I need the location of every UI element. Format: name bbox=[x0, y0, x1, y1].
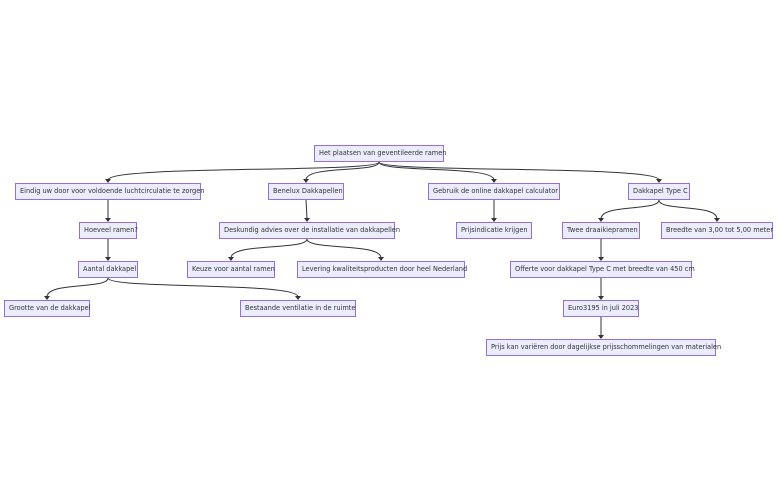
node-online-calculator: Gebruik de online dakkapel calculator bbox=[428, 183, 560, 200]
arrowhead-n_keuze bbox=[228, 257, 234, 261]
node-prijsindicatie: Prijsindicatie krijgen bbox=[456, 222, 532, 239]
arrowhead-n_prijsindicatie bbox=[491, 218, 497, 222]
node-levering-kwaliteitsproducten: Levering kwaliteitsproducten door heel N… bbox=[297, 261, 467, 278]
arrowhead-n_prijs bbox=[598, 335, 604, 339]
edge-root-n_lucht bbox=[107, 161, 380, 181]
edge-n_aantal-n_ventilatie bbox=[107, 277, 299, 298]
node-breedte-range: Breedte van 3,00 tot 5,00 meter bbox=[661, 222, 773, 239]
arrowhead-n_ventilatie bbox=[295, 296, 301, 300]
arrowhead-n_euro bbox=[598, 296, 604, 300]
arrowhead-n_typec bbox=[656, 179, 662, 183]
edge-n_benelux-n_advies bbox=[305, 199, 308, 220]
edge-n_aantal-n_grootte bbox=[46, 277, 109, 298]
edge-root-n_benelux bbox=[305, 161, 380, 181]
arrowhead-n_hoeveel bbox=[105, 218, 111, 222]
arrowhead-n_offerte bbox=[598, 257, 604, 261]
node-twee-draaikiepramen: Twee draaikiepramen bbox=[562, 222, 640, 239]
arrowhead-n_grootte bbox=[44, 296, 50, 300]
node-keuze-aantal-ramen: Keuze voor aantal ramen bbox=[187, 261, 275, 278]
arrowhead-n_breedte bbox=[714, 218, 720, 222]
node-deskundig-advies: Deskundig advies over de installatie van… bbox=[219, 222, 400, 239]
node-luchtcirculatie: Eindig uw door voor voldoende luchtcircu… bbox=[15, 183, 204, 200]
node-dakkapel-type-c: Dakkapel Type C bbox=[628, 183, 690, 200]
node-aantal-dakkapel: Aantal dakkapel bbox=[78, 261, 138, 278]
arrowhead-n_levering bbox=[378, 257, 384, 261]
node-grootte-dakkapel: Grootte van de dakkapel bbox=[4, 300, 91, 317]
node-root: Het plaatsen van geventileerde ramen bbox=[314, 145, 446, 162]
node-benelux-dakkapellen: Benelux Dakkapellen bbox=[268, 183, 344, 200]
node-offerte-type-c: Offerte voor dakkapel Type C met breedte… bbox=[510, 261, 695, 278]
node-prijs-euro: Euro3195 in juli 2023 bbox=[563, 300, 639, 317]
edge-n_typec-n_draaikiep bbox=[600, 199, 660, 220]
arrowhead-n_aantal bbox=[105, 257, 111, 261]
edge-root-n_typec bbox=[378, 161, 660, 181]
edge-n_typec-n_breedte bbox=[658, 199, 718, 220]
node-prijsschommelingen: Prijs kan variëren door dagelijkse prijs… bbox=[486, 339, 721, 356]
node-bestaande-ventilatie: Bestaande ventilatie in de ruimte bbox=[240, 300, 356, 317]
arrowhead-n_calculator bbox=[491, 179, 497, 183]
edge-n_advies-n_keuze bbox=[230, 238, 308, 259]
edge-root-n_calculator bbox=[378, 161, 495, 181]
arrowhead-n_advies bbox=[304, 218, 310, 222]
edge-n_advies-n_levering bbox=[306, 238, 382, 259]
arrowhead-n_benelux bbox=[303, 179, 309, 183]
arrowhead-n_draaikiep bbox=[598, 218, 604, 222]
arrowhead-n_lucht bbox=[105, 179, 111, 183]
node-hoeveel-ramen: Hoeveel ramen? bbox=[79, 222, 138, 239]
